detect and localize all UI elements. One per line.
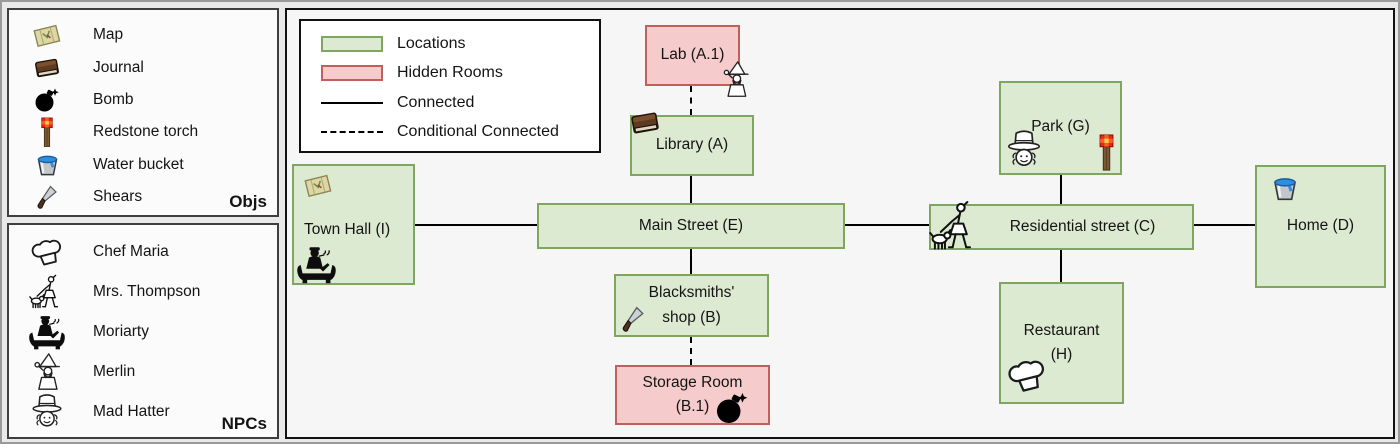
shears-icon bbox=[620, 306, 646, 332]
top-hat-icon bbox=[27, 392, 67, 432]
node-label: Home (D) bbox=[1286, 217, 1355, 235]
wizard-icon bbox=[27, 353, 67, 391]
legend-row-moriarty: Moriarty bbox=[9, 312, 277, 352]
node-label: Park (G) bbox=[1031, 118, 1090, 135]
npcs-panel-title: NPCs bbox=[221, 414, 267, 433]
edge-residential-restaurant bbox=[1060, 250, 1062, 282]
npc-label: Chef Maria bbox=[93, 243, 169, 260]
node-label: Main Street (E) bbox=[638, 216, 744, 234]
objects-legend-panel: Map Journal Bomb Redstone torch Water bu… bbox=[7, 8, 279, 217]
edge-townhall-mainstreet bbox=[415, 224, 537, 226]
object-label: Water bucket bbox=[93, 155, 184, 173]
chef-hat-icon bbox=[27, 236, 67, 269]
redstone-torch-icon bbox=[1098, 133, 1115, 171]
legend-row-conditional: Conditional Connected bbox=[321, 118, 599, 148]
object-label: Map bbox=[93, 26, 124, 44]
objs-panel-title: Objs bbox=[229, 192, 267, 211]
water-bucket-icon bbox=[1270, 173, 1300, 203]
legend-label: Connected bbox=[397, 93, 475, 111]
object-label: Journal bbox=[93, 58, 144, 76]
map-diagram-panel: Locations Hidden Rooms Connected Conditi… bbox=[285, 8, 1395, 439]
redstone-torch-icon bbox=[27, 117, 67, 147]
legend-row-map: Map bbox=[9, 19, 277, 51]
node-label: Town Hall (I) bbox=[304, 221, 391, 238]
node-label: Residential street (C) bbox=[1009, 217, 1156, 235]
node-town-hall: Town Hall (I) bbox=[292, 164, 415, 285]
node-label-line1: Restaurant bbox=[1023, 321, 1100, 339]
legend-label: Conditional Connected bbox=[397, 123, 559, 141]
woman-walking-dog-icon bbox=[929, 200, 981, 252]
node-residential-street: Residential street (C) bbox=[929, 204, 1194, 250]
journal-icon bbox=[27, 54, 67, 82]
node-label-line1: Blacksmiths' bbox=[648, 284, 735, 302]
node-label: Lab (A.1) bbox=[660, 46, 725, 64]
bomb-icon bbox=[715, 391, 749, 425]
legend-row-mrs-thompson: Mrs. Thompson bbox=[9, 272, 277, 312]
man-in-armchair-icon bbox=[27, 315, 67, 350]
connected-line-swatch bbox=[321, 101, 383, 104]
woman-walking-dog-icon bbox=[27, 274, 67, 310]
edge-mainstreet-residential bbox=[845, 224, 930, 226]
node-label-line2: (H) bbox=[1050, 346, 1073, 363]
object-label: Shears bbox=[93, 188, 143, 206]
legend-row-journal: Journal bbox=[9, 51, 277, 83]
npc-label: Mrs. Thompson bbox=[93, 283, 201, 300]
npcs-legend-rows: Chef Maria Mrs. Thompson Moriarty Merlin… bbox=[9, 225, 277, 432]
water-bucket-icon bbox=[27, 151, 67, 178]
edge-mainstreet-blacksmiths bbox=[690, 249, 692, 274]
legend-row-locations: Locations bbox=[321, 29, 599, 59]
edge-library-mainstreet bbox=[690, 176, 692, 203]
legend-row-merlin: Merlin bbox=[9, 352, 277, 392]
shears-icon bbox=[27, 185, 67, 209]
legend-row-connected: Connected bbox=[321, 88, 599, 118]
edge-park-residential bbox=[1060, 175, 1062, 204]
node-home: Home (D) bbox=[1255, 165, 1386, 288]
legend-row-shears: Shears bbox=[9, 181, 277, 213]
npc-label: Mad Hatter bbox=[93, 403, 170, 420]
npc-label: Merlin bbox=[93, 363, 136, 380]
legend-row-water-bucket: Water bucket bbox=[9, 149, 277, 181]
legend-row-redstone-torch: Redstone torch bbox=[9, 116, 277, 148]
legend-row-bomb: Bomb bbox=[9, 84, 277, 116]
node-label-line1: Storage Room bbox=[642, 373, 743, 391]
map-icon bbox=[27, 21, 67, 49]
object-label: Redstone torch bbox=[93, 123, 199, 141]
node-lab: Lab (A.1) bbox=[645, 25, 740, 86]
bomb-icon bbox=[27, 87, 67, 113]
node-park: Park (G) bbox=[999, 81, 1122, 175]
conditional-line-swatch bbox=[321, 131, 383, 134]
node-storage-room: Storage Room (B.1) bbox=[615, 365, 770, 425]
legend-label: Hidden Rooms bbox=[397, 64, 503, 82]
node-main-street: Main Street (E) bbox=[537, 203, 845, 249]
locations-swatch bbox=[321, 35, 383, 52]
objects-legend-rows: Map Journal Bomb Redstone torch Water bu… bbox=[9, 10, 277, 213]
edge-residential-home bbox=[1194, 224, 1255, 226]
wizard-icon bbox=[720, 61, 752, 98]
legend-row-mad-hatter: Mad Hatter bbox=[9, 392, 277, 432]
node-label: Library (A) bbox=[655, 136, 729, 154]
node-library: Library (A) bbox=[630, 115, 754, 176]
node-label-line2: (B.1) bbox=[675, 398, 710, 415]
npcs-legend-panel: Chef Maria Mrs. Thompson Moriarty Merlin… bbox=[7, 223, 279, 439]
legend-row-hidden-rooms: Hidden Rooms bbox=[321, 59, 599, 89]
node-blacksmiths-shop: Blacksmiths' shop (B) bbox=[614, 274, 769, 337]
map-icon bbox=[304, 171, 332, 199]
chef-hat-icon bbox=[1004, 356, 1050, 396]
object-label: Bomb bbox=[93, 90, 134, 108]
diagram-legend: Locations Hidden Rooms Connected Conditi… bbox=[299, 19, 601, 153]
edge-lab-library-conditional bbox=[690, 86, 692, 115]
top-hat-icon bbox=[1003, 128, 1045, 172]
legend-label: Locations bbox=[397, 34, 466, 52]
npc-label: Moriarty bbox=[93, 323, 149, 340]
edge-blacksmiths-storage-conditional bbox=[690, 337, 692, 365]
man-in-armchair-icon bbox=[296, 246, 337, 284]
node-restaurant: Restaurant (H) bbox=[999, 282, 1124, 404]
journal-icon bbox=[629, 107, 661, 139]
node-label-line2: shop (B) bbox=[662, 308, 721, 326]
hidden-rooms-swatch bbox=[321, 65, 383, 82]
legend-row-chef-maria: Chef Maria bbox=[9, 232, 277, 272]
